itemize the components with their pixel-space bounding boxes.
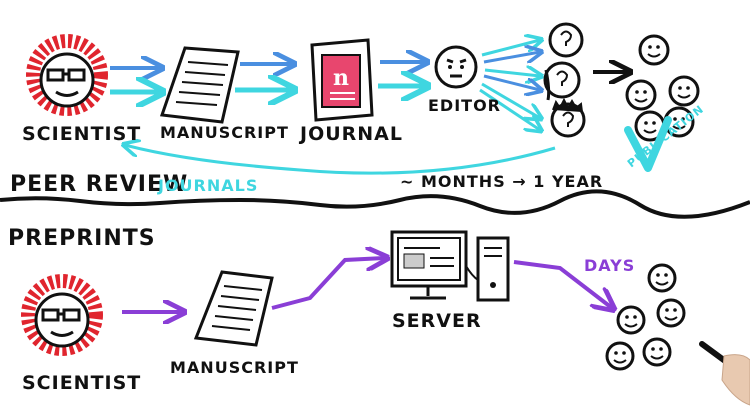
marker-pen-icon [699, 341, 750, 406]
peer-review-title: PEER REVIEW [10, 172, 189, 197]
editor-to-reviewers-arrows [479, 40, 540, 130]
manuscript-bottom-icon [193, 270, 274, 347]
manuscript-label-bottom: MANUSCRIPT [170, 358, 299, 377]
checkmark-icon [624, 116, 672, 172]
return-arrow [125, 145, 556, 175]
scientist-face-top [26, 34, 108, 116]
scientist-label-top: SCIENTIST [22, 123, 142, 145]
editor-face [434, 45, 478, 89]
scientist-label-bottom: SCIENTIST [22, 372, 142, 394]
preprints-title: PREPRINTS [8, 226, 156, 251]
reviewer-faces [543, 22, 586, 138]
scientist-face-bottom [21, 274, 103, 356]
journal-icon: n [310, 38, 374, 122]
days-label: DAYS [584, 256, 636, 275]
server-icon [390, 230, 510, 302]
editor-label: EDITOR [428, 96, 501, 115]
journals-note: JOURNALS [158, 176, 259, 195]
readers-faces-top [625, 34, 700, 142]
manuscript-top-icon [159, 46, 240, 124]
journal-label: JOURNAL [300, 123, 403, 145]
readers-faces-bottom [605, 263, 686, 371]
timeline-label: ~ MONTHS → 1 YEAR [400, 172, 604, 191]
section-divider [0, 189, 750, 219]
manuscript-label-top: MANUSCRIPT [160, 123, 289, 142]
svg-text:n: n [333, 65, 349, 91]
server-label: SERVER [392, 310, 482, 332]
